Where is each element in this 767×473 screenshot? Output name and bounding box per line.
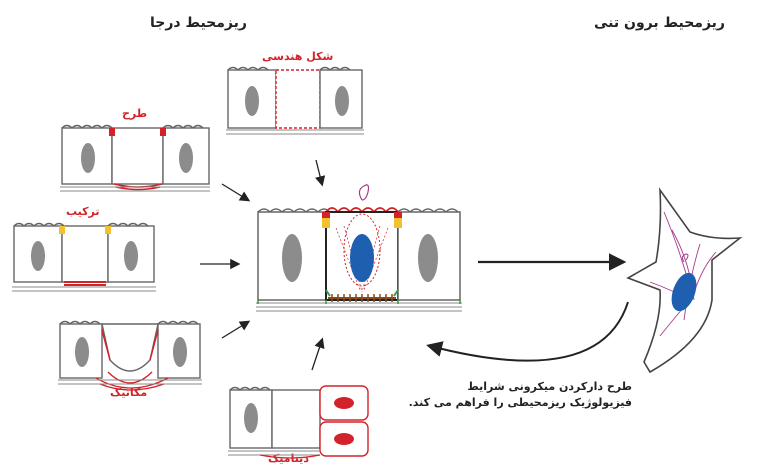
note-line-2: فیزیولوژیک ریزمحیطی را فراهم می کند. [408,396,632,409]
micropatterning-note: طرح دارکردن میکرونی شرایط فیزیولوژیک ریز… [408,379,632,411]
geometry-panel [226,66,364,135]
arrows [200,159,629,371]
design-label: طرح [122,107,148,120]
arrow-design [221,183,251,202]
ex-vivo-header: ریزمحیط برون تنی [594,15,725,31]
composition-label: ترکیب [66,205,100,218]
arrow-dynamics [311,337,325,371]
geometry-label: شکل هندسی [262,50,334,63]
in-situ-header: ریزمحیط درجا [150,15,247,31]
composition-panel [12,222,156,292]
mechanics-panel [58,320,202,391]
arrow-geometry [315,159,326,187]
note-line-1: طرح دارکردن میکرونی شرایط [467,380,632,393]
ex-vivo-cell [626,187,743,374]
arrow-mechanics [221,320,251,339]
arrow-return [426,301,629,362]
dynamics-panel [228,385,369,459]
design-panel [60,124,210,192]
central-microenvironment [256,184,462,312]
